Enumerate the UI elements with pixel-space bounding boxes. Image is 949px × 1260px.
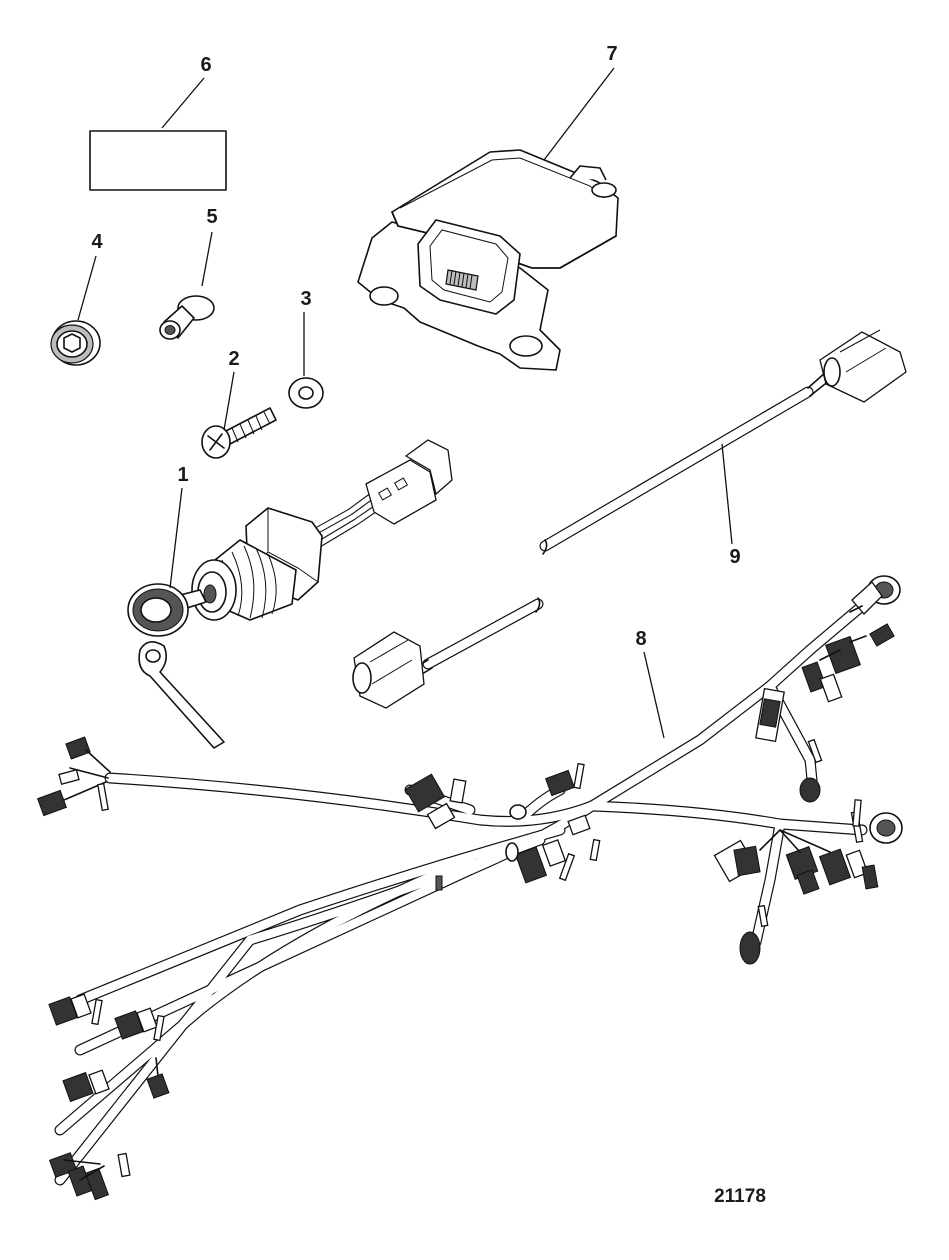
callout-9: 9 (729, 546, 740, 568)
part-1-ignition-switch (127, 439, 453, 749)
callout-5: 5 (206, 206, 217, 228)
figure-number: 21178 (714, 1186, 766, 1207)
leader-lines (77, 67, 733, 739)
callout-labels: 6 7 5 4 3 2 1 9 8 (91, 43, 740, 650)
callout-6: 6 (200, 54, 211, 76)
callout-8: 8 (635, 628, 646, 650)
callout-1: 1 (177, 464, 188, 486)
part-5-bushing (159, 295, 215, 340)
part-7-ecm-module (357, 149, 619, 371)
callout-4: 4 (91, 231, 103, 253)
callout-3: 3 (300, 288, 311, 310)
part-3-washer (288, 377, 324, 409)
callout-2: 2 (228, 348, 239, 370)
part-4-plug (50, 320, 101, 366)
part-8-engine-harness (37, 575, 903, 1201)
callout-7: 7 (606, 43, 617, 65)
part-2-screw (201, 407, 277, 459)
part-6-decal (89, 130, 227, 191)
part-9-extension-harness (352, 329, 907, 709)
